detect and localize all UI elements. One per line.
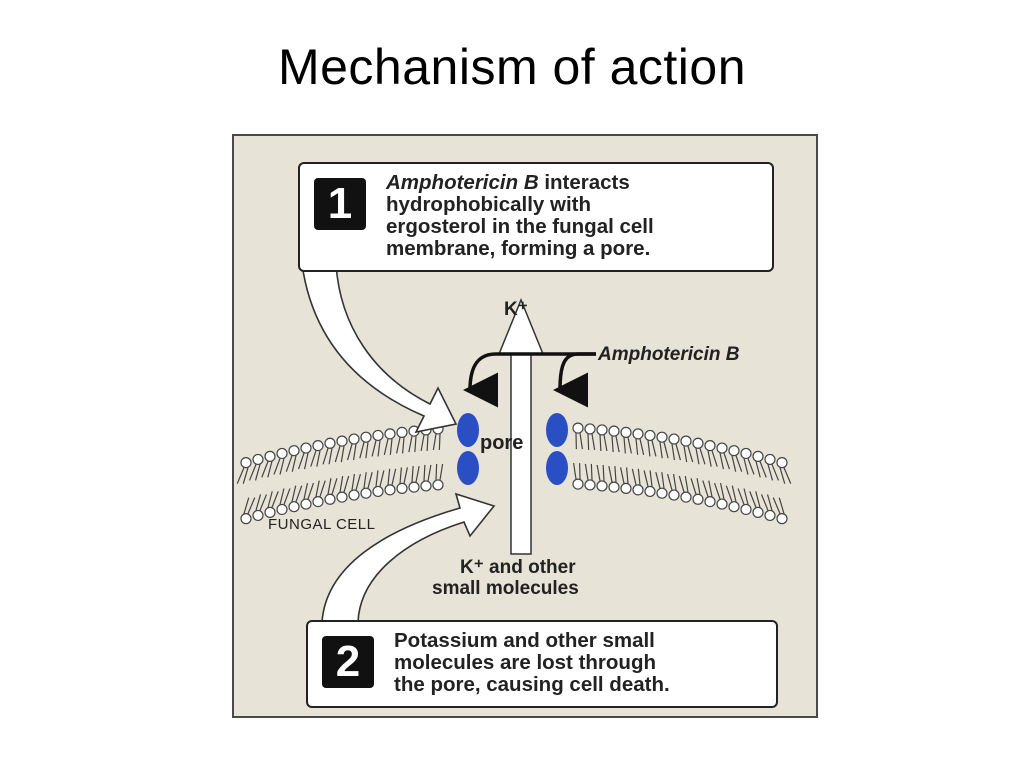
k-plus-top-label: K⁺: [504, 299, 528, 320]
step1-drug-name: Amphotericin B: [386, 171, 539, 194]
step2-number: 2: [322, 636, 374, 688]
step2-line1: Potassium and other small: [394, 629, 655, 652]
step1-line4: membrane, forming a pore.: [386, 237, 651, 260]
step2-description: Potassium and other small molecules are …: [394, 630, 774, 696]
drug-arrow-left: [463, 352, 596, 408]
step1-line3: ergosterol in the fungal cell: [386, 215, 654, 238]
drug-molecule-right: [546, 413, 568, 485]
step1-number: 1: [314, 178, 366, 230]
step2-line2: molecules are lost through: [394, 651, 656, 674]
drug-molecule-left: [457, 413, 479, 485]
step1-curved-arrow: [301, 263, 458, 434]
k-plus-and-other-label: K⁺ and other: [460, 557, 576, 578]
small-molecules-label: small molecules: [432, 578, 579, 599]
step2-line3: the pore, causing cell death.: [394, 673, 670, 696]
potassium-flow-arrow: [497, 298, 545, 555]
pore-label: pore: [480, 432, 524, 454]
slide-title: Mechanism of action: [277, 39, 747, 95]
step2-curved-arrow: [321, 492, 496, 623]
step1-line1-rest: interacts: [538, 171, 630, 194]
step1-line2: hydrophobically with: [386, 193, 592, 216]
diagram-drawing: [236, 263, 792, 623]
step1-description: Amphotericin B interacts hydrophobically…: [386, 172, 766, 260]
step2-box: 2 Potassium and other small molecules ar…: [306, 620, 778, 708]
membrane-right: [572, 422, 792, 525]
membrane-left: [236, 423, 444, 525]
diagram-panel: 1 Amphotericin B interacts hydrophobical…: [232, 134, 818, 718]
step1-box: 1 Amphotericin B interacts hydrophobical…: [298, 162, 774, 272]
drug-arrow-right: [553, 352, 596, 408]
amphotericin-b-label: Amphotericin B: [598, 344, 740, 365]
fungal-cell-label: FUNGAL CELL: [268, 516, 376, 533]
